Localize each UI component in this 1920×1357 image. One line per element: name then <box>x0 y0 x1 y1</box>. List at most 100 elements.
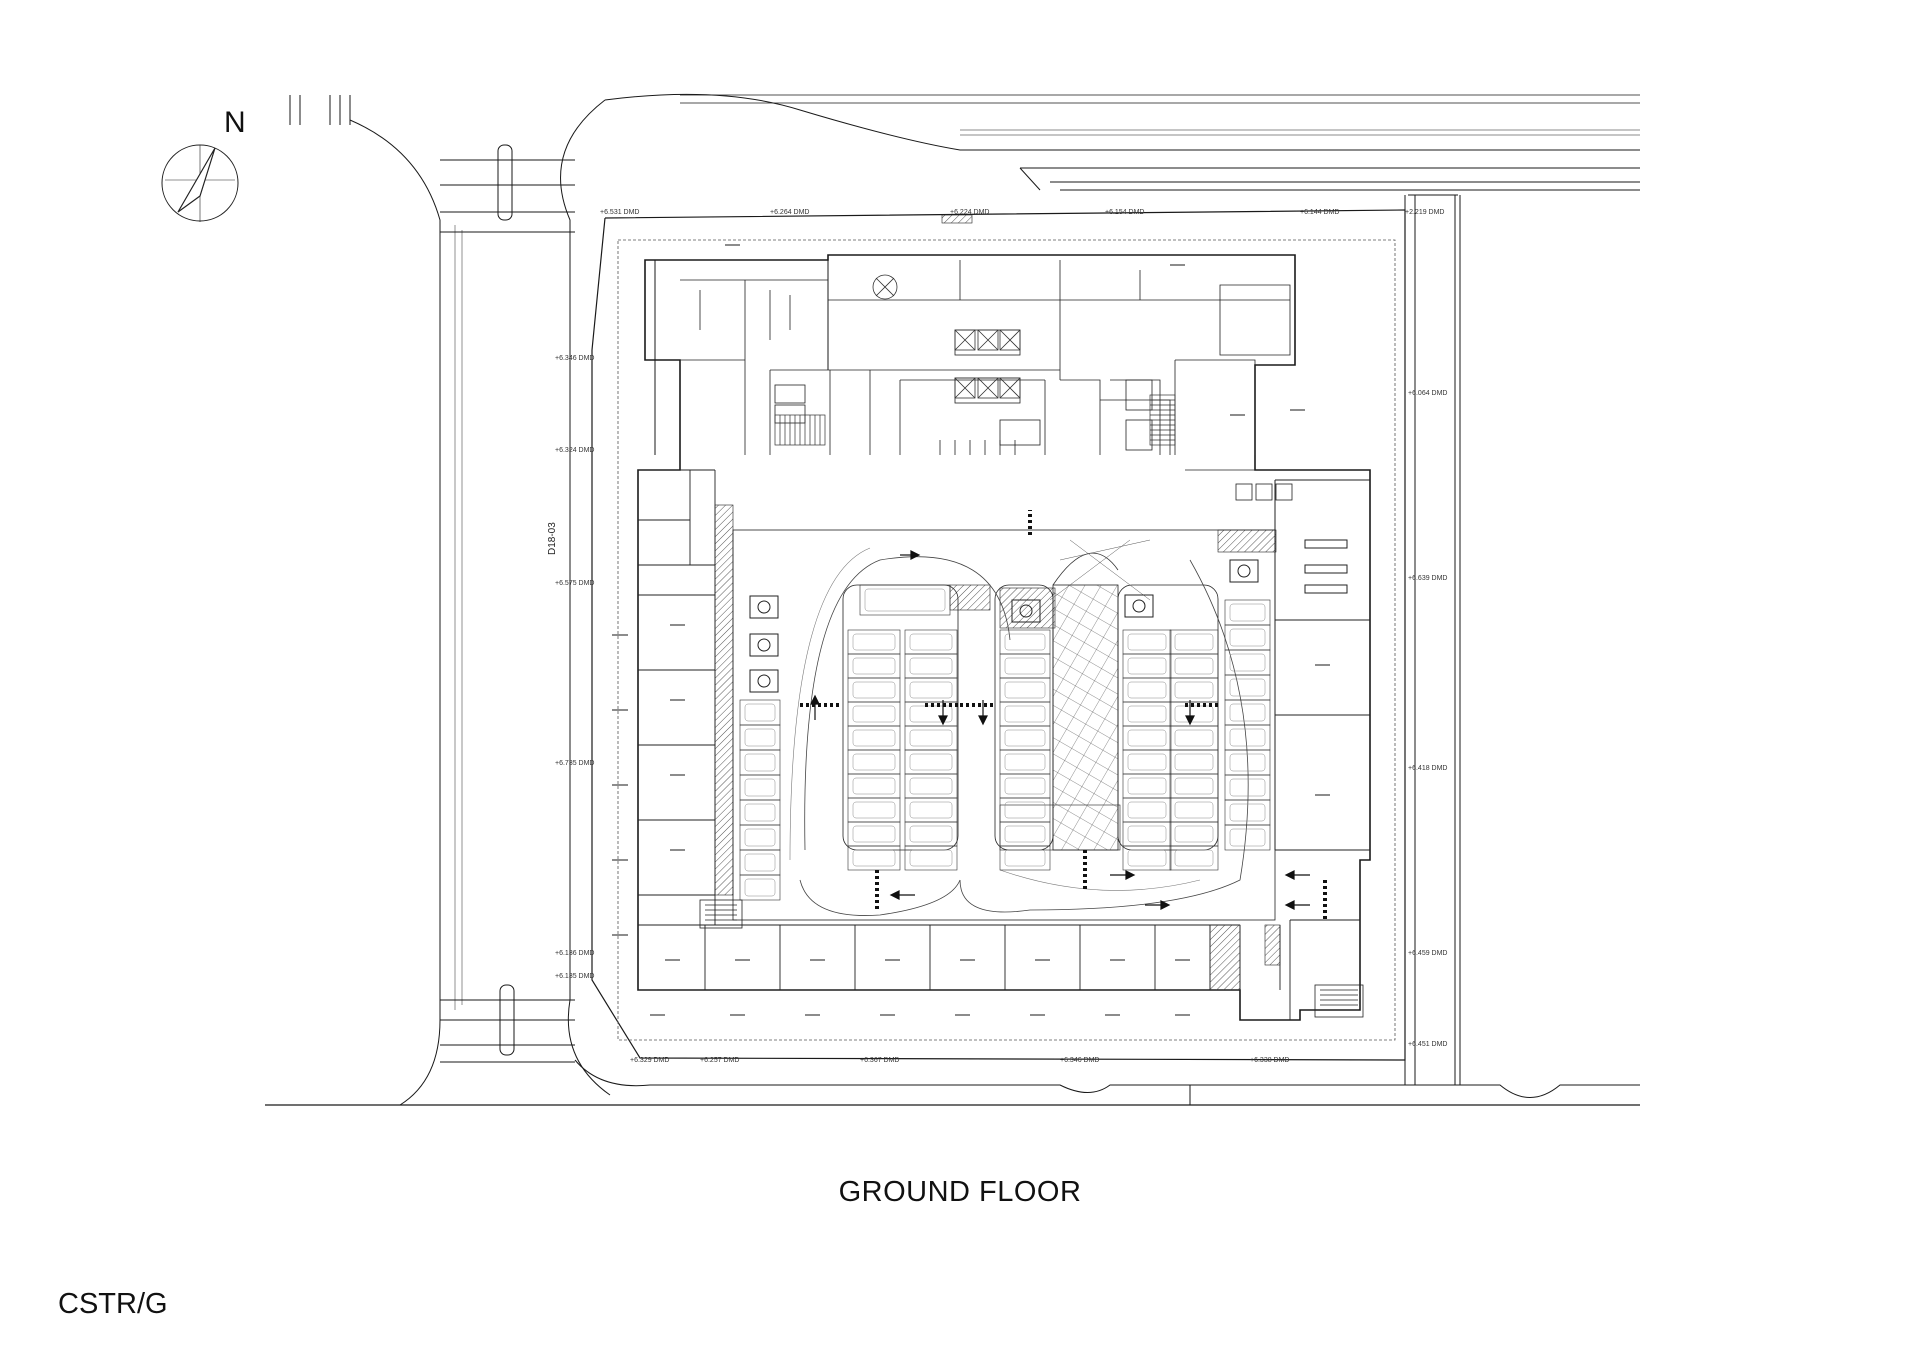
car-outline <box>1004 801 1046 819</box>
car-outline <box>1229 728 1266 747</box>
parking-area <box>732 529 1276 921</box>
spot-level-label: +6.346 DMD <box>1060 1057 1100 1064</box>
parking-stall <box>999 677 1051 703</box>
parking-stall <box>904 749 958 775</box>
site-roads <box>265 93 1640 1106</box>
parking-stall <box>1169 773 1219 799</box>
parking-stall <box>1122 653 1172 679</box>
stop-bars <box>800 510 1327 920</box>
car-outline <box>1229 703 1266 722</box>
parking-stall <box>1122 797 1172 823</box>
parking-stall <box>1122 725 1172 751</box>
parking-stall <box>904 845 958 871</box>
car-outline <box>852 633 896 651</box>
car-outline <box>1127 849 1167 867</box>
parking-stall <box>1122 701 1172 727</box>
parking-stall <box>999 749 1051 775</box>
parking-stall <box>1122 749 1172 775</box>
parking-stall <box>904 629 958 655</box>
car-outline <box>852 681 896 699</box>
car-outline <box>1174 849 1214 867</box>
parking-stall <box>859 584 951 616</box>
car-outline <box>1174 681 1214 699</box>
drawing-code: CSTR/G <box>58 1288 168 1320</box>
car-outline <box>1127 729 1167 747</box>
spot-level-label: +6.735 DMD <box>555 760 595 767</box>
car-outline <box>744 878 776 897</box>
parking-stall <box>1169 677 1219 703</box>
spot-level-label: +6.451 DMD <box>1408 1041 1448 1048</box>
parking-stall <box>904 725 958 751</box>
car-outline <box>1127 777 1167 795</box>
car-outline <box>1174 657 1214 675</box>
spot-level-label: +6.064 DMD <box>1408 390 1448 397</box>
car-outline <box>1127 801 1167 819</box>
spot-levels: +6.531 DMD +6.264 DMD +6.224 DMD +6.154 DMD… <box>555 209 1448 1064</box>
spot-level-label: +6.154 DMD <box>1105 209 1145 216</box>
stair-icon <box>699 899 1364 1018</box>
parking-stall <box>847 701 901 727</box>
parking-stall <box>1224 824 1271 851</box>
car-outline <box>1174 753 1214 771</box>
parking-stall <box>1169 821 1219 847</box>
spot-level-label: +6.264 DMD <box>770 209 810 216</box>
car-outline <box>1229 628 1266 647</box>
car-outline <box>1127 657 1167 675</box>
spot-level-label: +2.219 DMD <box>1405 209 1445 216</box>
parking-stall <box>999 653 1051 679</box>
car-outline <box>852 825 896 843</box>
car-outline <box>852 801 896 819</box>
parking-stall <box>1169 797 1219 823</box>
traffic-arrows <box>810 550 1310 910</box>
parking-stall <box>999 797 1051 823</box>
elevator-icon <box>872 274 1021 399</box>
spot-level-label: +6.144 DMD <box>1300 209 1340 216</box>
parking-stall <box>847 725 901 751</box>
north-arrow-icon <box>161 144 239 222</box>
car-outline <box>1004 849 1046 867</box>
car-outline <box>864 588 946 612</box>
parking-stall <box>999 725 1051 751</box>
car-outline <box>1004 657 1046 675</box>
drawing-title: GROUND FLOOR <box>838 1176 1082 1208</box>
car-outline <box>744 828 776 847</box>
car-outline <box>909 825 953 843</box>
parking-stall <box>999 773 1051 799</box>
car-outline <box>909 633 953 651</box>
spot-level-label: +6.136 DMD <box>555 950 595 957</box>
parking-stall <box>904 677 958 703</box>
car-outline <box>1004 705 1046 723</box>
spot-level-label: +6.257 DMD <box>700 1057 740 1064</box>
car-outline <box>1004 729 1046 747</box>
car-outline <box>1229 778 1266 797</box>
parking-stall <box>1122 773 1172 799</box>
car-outline <box>1174 801 1214 819</box>
parking-stall <box>847 821 901 847</box>
car-outline <box>1229 678 1266 697</box>
car-outline <box>744 803 776 822</box>
spot-level-label: +6.639 DMD <box>1408 575 1448 582</box>
car-outline <box>909 801 953 819</box>
spot-level-label: +6.531 DMD <box>600 209 640 216</box>
car-outline <box>1127 705 1167 723</box>
spot-level-label: +6.324 DMD <box>555 447 595 454</box>
car-outline <box>744 703 776 722</box>
parking-stall <box>1122 677 1172 703</box>
car-outline <box>852 657 896 675</box>
car-outline <box>1229 603 1266 622</box>
north-label: N <box>224 106 246 139</box>
parking-stall <box>904 821 958 847</box>
car-outline <box>1174 633 1214 651</box>
parking-stall <box>1122 821 1172 847</box>
car-outline <box>1229 753 1266 772</box>
site-boundary <box>591 209 1406 1061</box>
car-outline <box>909 657 953 675</box>
parking-stall <box>904 773 958 799</box>
car-outline <box>852 753 896 771</box>
parking-stall <box>847 629 901 655</box>
parking-stall <box>999 845 1051 871</box>
parking-stall <box>1169 749 1219 775</box>
car-outline <box>744 778 776 797</box>
parking-stall <box>1169 725 1219 751</box>
spot-level-label: +6.224 DMD <box>950 209 990 216</box>
